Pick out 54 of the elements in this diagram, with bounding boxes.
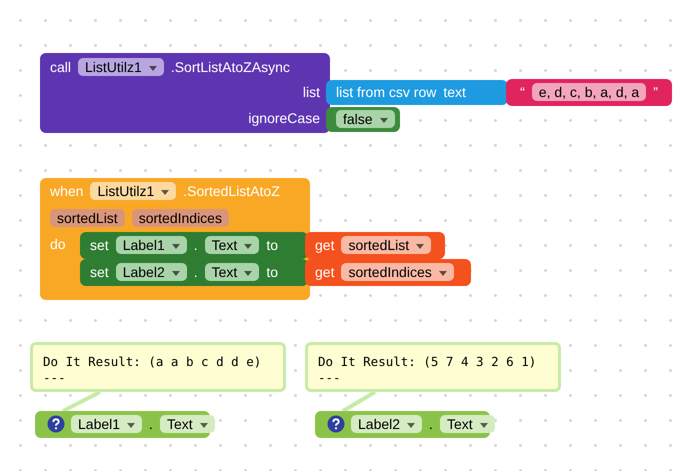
block-keyword: set xyxy=(90,237,109,253)
socket-label: list xyxy=(302,84,320,100)
block-keyword: when xyxy=(50,183,84,199)
event-handler-block xyxy=(40,178,310,300)
variable-getter-block xyxy=(305,232,445,259)
parameter-pill: sortedIndices xyxy=(132,209,229,227)
dot-separator: . xyxy=(149,416,153,432)
block-keyword: to xyxy=(266,237,278,253)
result-text: --- xyxy=(43,370,66,384)
quote-mark: ” xyxy=(653,84,658,100)
component-dropdown: Label2 xyxy=(116,263,187,281)
dot-separator: . xyxy=(194,237,198,253)
component-dropdown: Text xyxy=(160,415,215,433)
component-dropdown: Label2 xyxy=(351,415,422,433)
component-dropdown: Label1 xyxy=(71,415,142,433)
variable-dropdown: sortedIndices xyxy=(341,263,454,281)
component-dropdown: ListUtilz1 xyxy=(90,182,176,200)
variable-dropdown: sortedList xyxy=(341,236,432,254)
socket-label: ignoreCase xyxy=(248,110,320,126)
block-keyword: call xyxy=(50,59,72,75)
component-dropdown: Label1 xyxy=(116,236,187,254)
component-dropdown: ListUtilz1 xyxy=(78,58,164,76)
property-setter-block xyxy=(80,232,308,259)
block-keyword: set xyxy=(90,264,109,280)
component-dropdown: Text xyxy=(204,263,260,281)
result-text: --- xyxy=(318,370,341,384)
block-keyword: list from csv row xyxy=(336,84,436,100)
component-dropdown: Text xyxy=(204,236,260,254)
boolean-block xyxy=(326,107,400,132)
property-setter-block xyxy=(80,259,308,286)
text-string-block xyxy=(506,79,672,106)
string-value: e, d, c, b, a, d, a xyxy=(532,83,646,101)
parameter-pill: sortedList xyxy=(50,209,125,227)
socket-label: text xyxy=(443,84,466,100)
leader-line xyxy=(342,390,376,413)
variable-getter-block xyxy=(305,259,471,286)
dot-separator: . xyxy=(429,416,433,432)
component-dropdown: Text xyxy=(440,415,495,433)
method-name: .SortedListAtoZ xyxy=(183,183,280,199)
block-keyword: get xyxy=(315,264,334,280)
comment-bubble xyxy=(305,342,561,392)
dot-separator: . xyxy=(194,264,198,280)
block-keyword: do xyxy=(50,236,66,252)
result-text: Do It Result: (5 7 4 3 2 6 1) xyxy=(318,354,536,368)
comment-bubble xyxy=(30,342,286,392)
result-text: Do It Result: (a a b c d d e) xyxy=(43,354,262,368)
list-from-csv-block xyxy=(326,80,508,105)
method-call-block xyxy=(40,53,330,133)
boolean-dropdown: false xyxy=(336,110,395,128)
method-name: .SortListAtoZAsync xyxy=(170,59,290,75)
block-keyword: to xyxy=(266,264,278,280)
block-keyword: get xyxy=(315,237,334,253)
quote-mark: “ xyxy=(520,84,525,100)
leader-line xyxy=(62,390,101,413)
